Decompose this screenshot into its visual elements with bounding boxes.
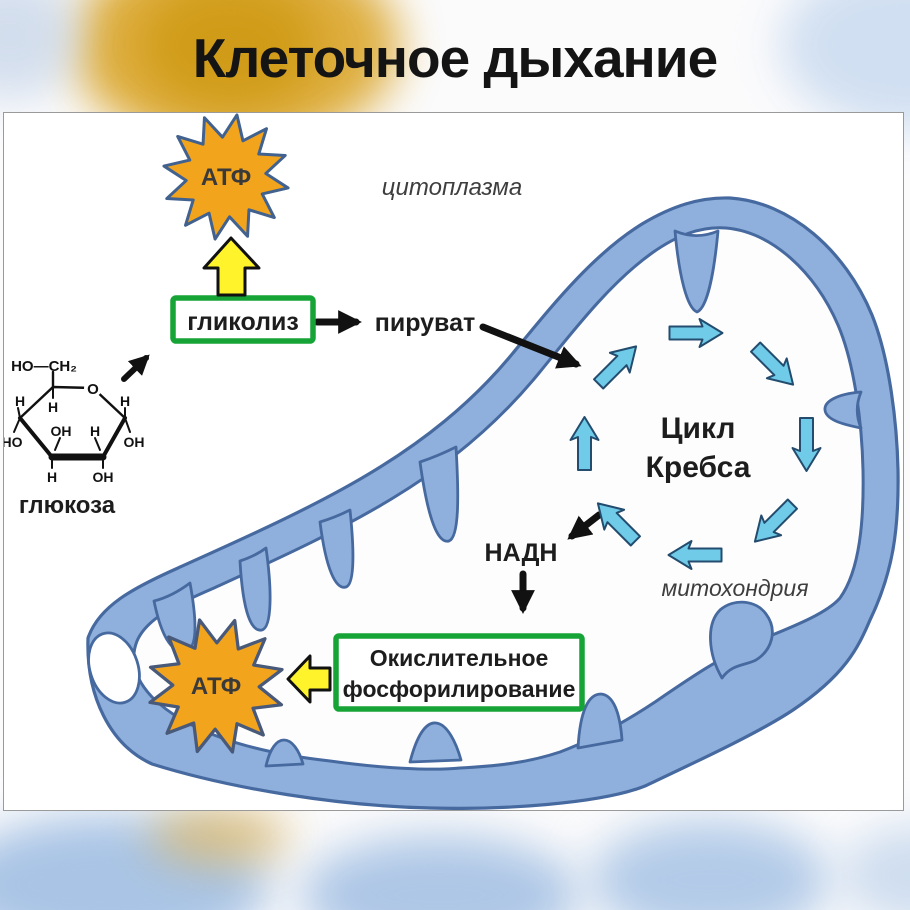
molecule-h-label: H xyxy=(120,393,130,409)
molecule-h-label: H xyxy=(15,393,25,409)
mitochondrion-label: митохондрия xyxy=(661,575,808,601)
atp-top-label: АТФ xyxy=(201,164,251,191)
diagram-panel: HO—CH₂ O H H H HO OH H OH H OH глюкоза ц… xyxy=(3,112,904,811)
krebs-cycle-label-line1: Цикл xyxy=(661,412,736,445)
background-blue-blob-bottom2 xyxy=(300,835,580,910)
glycolysis-label: гликолиз xyxy=(187,308,299,336)
molecule-oh-label: OH xyxy=(93,469,114,485)
atp-star-bottom: АТФ xyxy=(131,601,301,771)
crista-left-3 xyxy=(318,508,355,589)
molecule-h-label: H xyxy=(47,469,57,485)
crista-bottom-2 xyxy=(408,721,463,764)
yellow-arrow-up xyxy=(202,236,261,297)
molecule-oh-label: OH xyxy=(124,434,145,450)
krebs-cycle-label-line2: Кребса xyxy=(646,451,751,484)
diagram-svg: HO—CH₂ O H H H HO OH H OH H OH глюкоза ц… xyxy=(4,113,900,810)
background-blue-blob-bottom1 xyxy=(0,815,270,910)
nadh-label: НАДН xyxy=(485,539,558,567)
glucose-molecule: HO—CH₂ O H H H HO OH H OH H OH глюкоза xyxy=(4,358,145,519)
molecule-hoch2-label: HO—CH₂ xyxy=(11,358,77,375)
background-blue-blob-bottom3 xyxy=(590,820,830,910)
membrane-pocket xyxy=(87,631,141,705)
crista-left-4 xyxy=(418,445,460,543)
atp-bottom-label: АТФ xyxy=(191,673,241,700)
background-blue-blob-bottom4 xyxy=(840,825,910,910)
crista-left-2 xyxy=(238,546,272,632)
mitochondrion-matrix xyxy=(132,226,865,771)
crista-bottom-1 xyxy=(264,738,305,768)
cytoplasm-label: цитоплазма xyxy=(382,174,522,201)
ring-oxygen-bg xyxy=(84,379,102,397)
glycolysis-box xyxy=(170,295,316,344)
arrow-glucose-to-glycolysis xyxy=(121,354,150,382)
glucose-label: глюкоза xyxy=(19,492,116,519)
atp-star-top: АТФ xyxy=(151,113,301,252)
crista-bottom-right xyxy=(709,600,774,680)
oxphos-label-line2: фосфорилирование xyxy=(343,676,576,702)
crista-right xyxy=(823,390,863,430)
pyruvate-label: пируват xyxy=(375,309,476,337)
crista-top xyxy=(673,229,720,314)
flow-arrows xyxy=(121,310,603,614)
molecule-ho-label: HO xyxy=(4,434,23,450)
molecule-o-label: O xyxy=(87,381,99,398)
page-title: Клеточное дыхание xyxy=(192,27,718,89)
molecule-h-label: H xyxy=(48,399,58,415)
crista-bottom-3 xyxy=(576,692,624,750)
background-gold-blob-bottom xyxy=(150,808,290,863)
mitochondrion xyxy=(86,196,900,810)
yellow-arrow-left xyxy=(286,654,332,704)
crista-left-1 xyxy=(152,581,197,653)
oxidative-phosphorylation-box xyxy=(333,633,585,712)
molecule-oh-label: OH xyxy=(51,423,72,439)
arrow-cycle-to-nadh xyxy=(567,511,603,540)
arrow-pyruvate-to-cycle xyxy=(479,323,582,369)
oxphos-label-line1: Окислительное xyxy=(370,645,549,671)
molecule-h-label: H xyxy=(90,423,100,439)
